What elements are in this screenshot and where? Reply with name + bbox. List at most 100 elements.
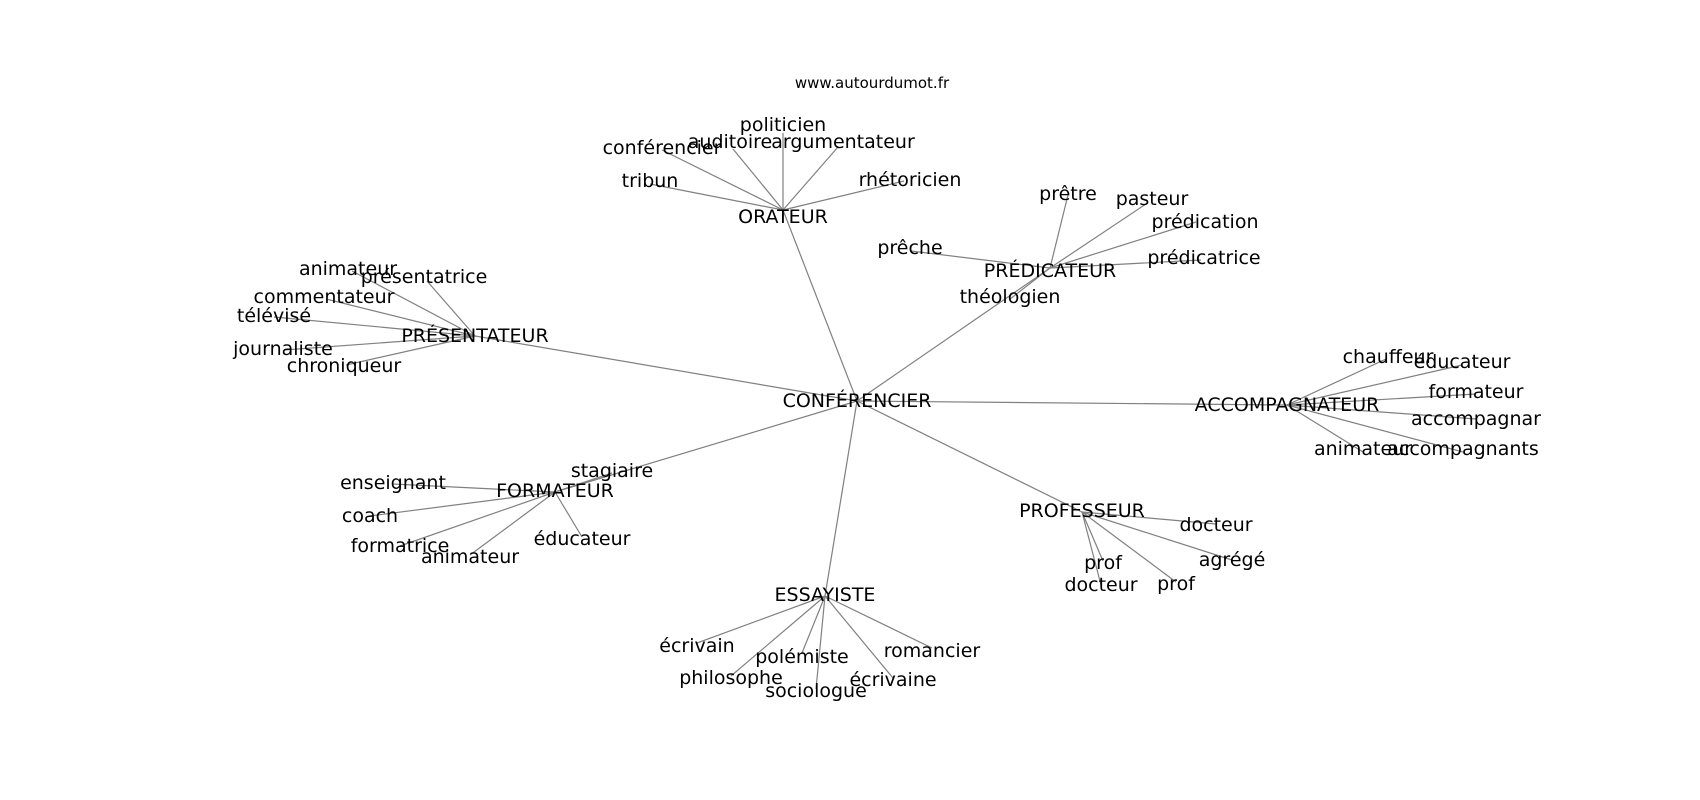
leaf-node-label: animateur [421,546,519,568]
leaf-node-label: prêtre [1039,183,1097,205]
edge-hub-to-leaf [273,316,476,337]
leaf-node-label: animateur [299,258,397,280]
edge-hub-to-leaf [730,595,826,677]
edge-hub-to-leaf [1081,511,1233,561]
leaf-node-label: enseignant [340,472,446,494]
leaf-node-label: présentatrice [361,266,488,288]
edge-hub-to-leaf [345,335,476,366]
leaf-node-label: théologien [960,286,1061,308]
edge-center-to-hub [554,400,858,493]
leaf-node-label: docteur [1179,514,1252,536]
edge-hub-to-leaf [1286,404,1477,420]
edge-center-to-hub [824,400,858,597]
leaf-node-label: prédicatrice [1147,247,1260,269]
leaf-node-label: prédication [1152,211,1259,233]
leaf-node-label: animateur [1314,438,1412,460]
leaf-node-label: romancier [884,640,981,662]
edge-hub-to-leaf [325,298,476,337]
edge-hub-to-leaf [351,270,476,337]
leaf-node-label: formateur [1429,381,1524,403]
hub-node-label: PRÉDICATEUR [984,259,1116,282]
edge-hub-to-leaf [1081,511,1104,562]
edge-hub-to-leaf [824,595,933,649]
edge-hub-to-leaf [1286,404,1364,453]
edge-hub-to-leaf [1049,259,1202,269]
edge-hub-to-leaf [283,335,476,351]
edge-hub-to-leaf [1081,511,1177,583]
edge-hub-to-leaf [1286,393,1477,406]
leaf-node-label: accompagnants [1387,438,1539,460]
edge-hub-to-leaf [815,595,826,690]
leaf-node-label: coach [342,505,398,527]
edge-hub-to-leaf [1049,221,1197,269]
leaf-node-label: chauffeur [1343,346,1434,368]
edge-hub-to-leaf [1049,203,1147,269]
leaf-node-label: polémiste [755,646,848,668]
leaf-node-label: journaliste [232,338,333,360]
leaf-node-label: commentateur [254,286,395,308]
edge-hub-to-leaf [696,595,826,644]
edge-hub-to-leaf [782,180,905,211]
leaf-node-label: chroniqueur [287,355,402,377]
edge-hub-to-leaf [732,148,784,211]
hub-node-label: ESSAYISTE [775,584,876,606]
leaf-node-label: politicien [740,114,826,136]
leaf-node-label: écrivaine [849,669,936,691]
leaf-node-label: télévisé [237,305,311,327]
edge-center-to-hub [856,400,1288,406]
edge-hub-to-leaf [369,491,556,517]
leaf-node-label: agrégé [1199,549,1266,571]
edge-hub-to-leaf [910,250,1051,269]
edge-hub-to-leaf [782,146,839,211]
leaf-node-label: formatrice [351,535,450,557]
edge-hub-to-leaf [824,595,894,679]
edge-hub-to-leaf [426,280,476,337]
edge-hub-to-leaf [1081,511,1217,525]
leaf-node-label: accompagnar [1411,408,1541,430]
edge-hub-to-leaf [1009,267,1051,300]
edge-hub-to-leaf [801,595,826,654]
edge-center-to-hub [474,335,858,402]
edge-hub-to-leaf [399,491,556,547]
edges-layer [273,133,1477,690]
edge-hub-to-leaf [661,149,784,211]
hub-node-label: FORMATEUR [496,480,614,502]
leaf-node-label: éducateur [1414,351,1511,373]
hub-node-label: ACCOMPAGNATEUR [1195,394,1380,416]
source-credit: www.autourdumot.fr [795,74,950,92]
hub-node-label: PRÉSENTATEUR [401,324,548,347]
leaf-node-label: prêche [877,237,942,259]
leaf-node-label: pasteur [1116,188,1189,210]
hub-node-label: ORATEUR [738,206,828,228]
hub-node-label: PROFESSEUR [1019,500,1145,522]
edge-hub-to-leaf [1081,511,1102,586]
leaf-node-label: éducateur [534,528,631,550]
leaf-node-label: docteur [1064,574,1137,596]
leaf-node-label: conférencier [603,137,722,159]
edge-center-to-hub [782,209,858,402]
leaf-node-label: prof [1157,573,1196,595]
leaf-node-label: prof [1084,552,1123,574]
leaf-node-label: sociologue [765,680,867,702]
leaf-node-label: écrivain [659,635,734,657]
edge-hub-to-leaf [554,491,583,538]
edge-hub-to-leaf [649,183,784,211]
edge-hub-to-leaf [1286,358,1387,406]
edge-center-to-hub [856,400,1083,513]
labels-layer: www.autourdumot.fr CONFÉRENCIER politicie… [232,74,1541,702]
edge-center-to-hub [856,267,1051,402]
leaf-node-label: tribun [622,170,679,192]
edge-hub-to-leaf [554,472,613,493]
leaf-node-label: philosophe [679,667,783,689]
center-node-label: CONFÉRENCIER [783,389,932,412]
leaf-node-label: auditoire [688,131,772,153]
leaf-node-label: rhétoricien [859,169,962,191]
edge-hub-to-leaf [392,483,556,493]
leaf-node-label: stagiaire [571,460,653,482]
edge-hub-to-leaf [1286,364,1463,406]
edge-hub-to-leaf [1286,404,1464,453]
edge-hub-to-leaf [1049,194,1069,269]
edge-hub-to-leaf [469,491,556,556]
leaf-node-label: argumentateur [771,131,915,153]
